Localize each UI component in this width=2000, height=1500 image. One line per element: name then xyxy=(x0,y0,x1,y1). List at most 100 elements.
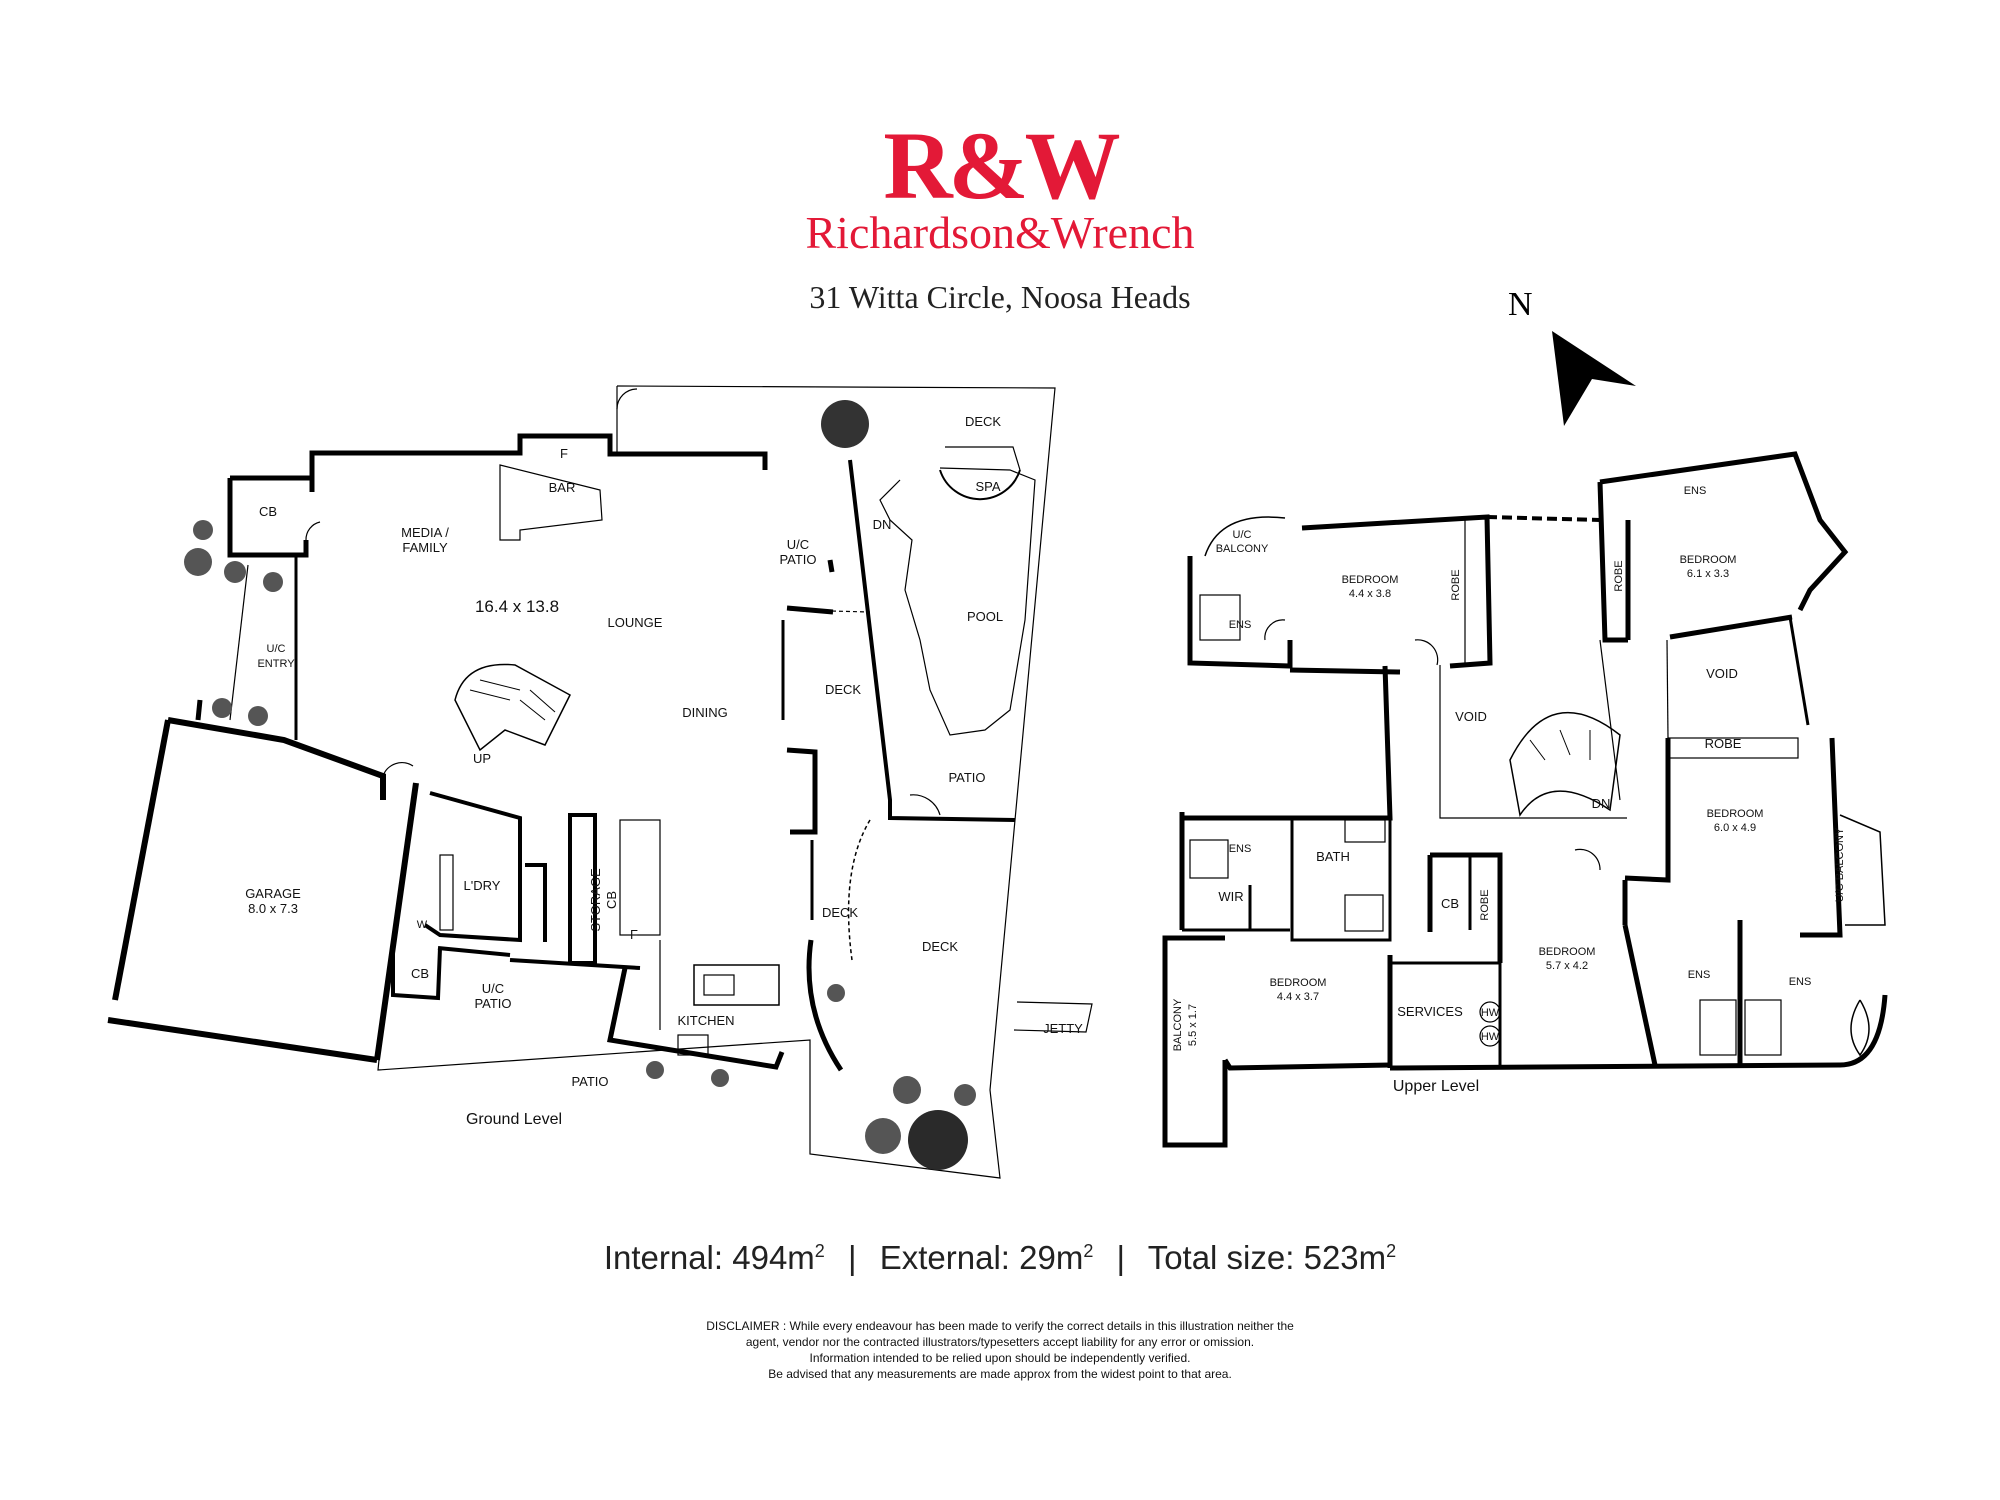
room-dimension: 5.5 x 1.7 xyxy=(1187,1004,1199,1046)
shrub-icon xyxy=(865,1118,901,1154)
garage-wall xyxy=(374,782,419,1061)
upper-wall xyxy=(1669,614,1793,640)
internal-area-value: 494m xyxy=(732,1239,815,1276)
wall xyxy=(525,863,547,942)
storage-block xyxy=(619,819,661,936)
upper-wall xyxy=(1162,935,1228,1148)
upper-wall xyxy=(1222,1058,1391,1071)
patio-edge xyxy=(789,609,871,613)
room-label: ROBE xyxy=(1705,736,1742,751)
shrub-icon xyxy=(711,1069,729,1087)
upper-wall xyxy=(1289,667,1401,675)
tree-icon xyxy=(821,400,869,448)
room-label: U/C BALCONY xyxy=(1834,827,1846,902)
separator: | xyxy=(1116,1239,1126,1276)
room-label: BAR xyxy=(549,480,576,495)
stair-tread xyxy=(529,689,556,713)
total-area-value: 523m xyxy=(1303,1239,1387,1276)
stair-direction: UP xyxy=(473,751,491,766)
room-label: PATIO xyxy=(948,770,985,785)
kitchen-island xyxy=(693,964,780,1006)
door-swing xyxy=(909,794,941,816)
wall xyxy=(509,958,641,970)
room-label: GARAGE xyxy=(245,886,301,901)
room-label: POOL xyxy=(967,609,1003,624)
kitchen-wall xyxy=(607,967,785,1070)
room-label: ROBE xyxy=(1450,569,1462,600)
external-area-value: 29m xyxy=(1019,1239,1084,1276)
garage-wall xyxy=(167,717,386,800)
bath-room xyxy=(1290,816,1392,942)
shower-icon xyxy=(1344,894,1384,932)
site-boundary xyxy=(377,385,1056,1179)
balcony-curve xyxy=(1839,994,1888,1068)
area-unit-superscript: 2 xyxy=(1083,1241,1094,1261)
balcony-curve xyxy=(1204,516,1286,557)
room-label: BEDROOM xyxy=(1707,808,1764,820)
shower-icon xyxy=(1699,999,1737,1056)
room-label: PATIO xyxy=(779,552,816,567)
shrub-icon xyxy=(248,706,268,726)
door-swing xyxy=(616,388,638,410)
room-label: PATIO xyxy=(474,996,511,1011)
room-label: U/C xyxy=(1233,529,1252,541)
room-label: BEDROOM xyxy=(1680,554,1737,566)
shrub-icon xyxy=(893,1076,921,1104)
sink-icon xyxy=(703,974,735,996)
room-label: PATIO xyxy=(571,1074,608,1089)
room-label: STORAGE xyxy=(588,868,603,932)
shrub-icon xyxy=(212,698,232,718)
room-label: CB xyxy=(604,891,619,909)
room-label: SPA xyxy=(975,479,1000,494)
stair-tread xyxy=(519,699,546,721)
bathtub-icon xyxy=(1850,999,1870,1057)
level-caption: Upper Level xyxy=(1393,1078,1479,1095)
room-label: ENS xyxy=(1229,619,1252,631)
room-label: WIR xyxy=(1218,889,1243,904)
area-unit-superscript: 2 xyxy=(814,1241,825,1261)
room-label: HW xyxy=(1481,1031,1500,1043)
hot-water-icon xyxy=(1479,1025,1501,1047)
void-edge xyxy=(1666,639,1669,739)
staircase-icon xyxy=(454,663,571,752)
shrub-icon xyxy=(954,1084,976,1106)
cb-wall xyxy=(227,478,309,558)
disclaimer-line: agent, vendor nor the contracted illustr… xyxy=(745,1335,1255,1349)
room-label: DECK xyxy=(965,414,1001,429)
room-label: VOID xyxy=(1455,709,1487,724)
spa-outline xyxy=(939,469,1021,501)
laundry-bench xyxy=(439,854,454,931)
upper-wall xyxy=(1179,665,1393,930)
upper-wall xyxy=(1187,556,1293,669)
upper-wall xyxy=(1301,514,1493,669)
disclaimer-line: Information intended to be relied upon s… xyxy=(809,1351,1191,1365)
void-edge xyxy=(1788,616,1810,726)
room-dimension: 5.7 x 4.2 xyxy=(1546,960,1588,972)
door-swing xyxy=(1574,848,1601,871)
room-dimension: 6.0 x 4.9 xyxy=(1714,822,1756,834)
room-label: BALCONY xyxy=(1216,543,1269,555)
shrub-icon xyxy=(827,984,845,1002)
upper-level-plan xyxy=(1162,451,1888,1148)
cb-wall xyxy=(391,945,442,1001)
room-dimension: 4.4 x 3.8 xyxy=(1349,588,1391,600)
room-label: ENTRY xyxy=(257,658,295,670)
property-address: 31 Witta Circle, Noosa Heads xyxy=(809,279,1191,315)
bar-counter xyxy=(499,464,603,541)
house-wall xyxy=(309,433,768,492)
laundry-wall xyxy=(423,791,522,943)
room-label: U/C xyxy=(787,537,809,552)
ground-level-labels: CB MEDIA / FAMILY F BAR 16.4 x 13.8 LOUN… xyxy=(245,414,1083,1128)
room-label: DINING xyxy=(682,705,728,720)
room-label: CB xyxy=(1441,896,1459,911)
deck-curve xyxy=(847,819,871,961)
shower-icon xyxy=(1189,839,1229,879)
room-label: W xyxy=(417,919,428,931)
door-swing xyxy=(1264,619,1286,641)
room-label: FAMILY xyxy=(402,540,448,555)
stair-tread xyxy=(1559,729,1571,756)
room-label: F xyxy=(630,927,638,942)
stair-tread xyxy=(469,689,511,701)
void-edge xyxy=(1439,665,1627,819)
